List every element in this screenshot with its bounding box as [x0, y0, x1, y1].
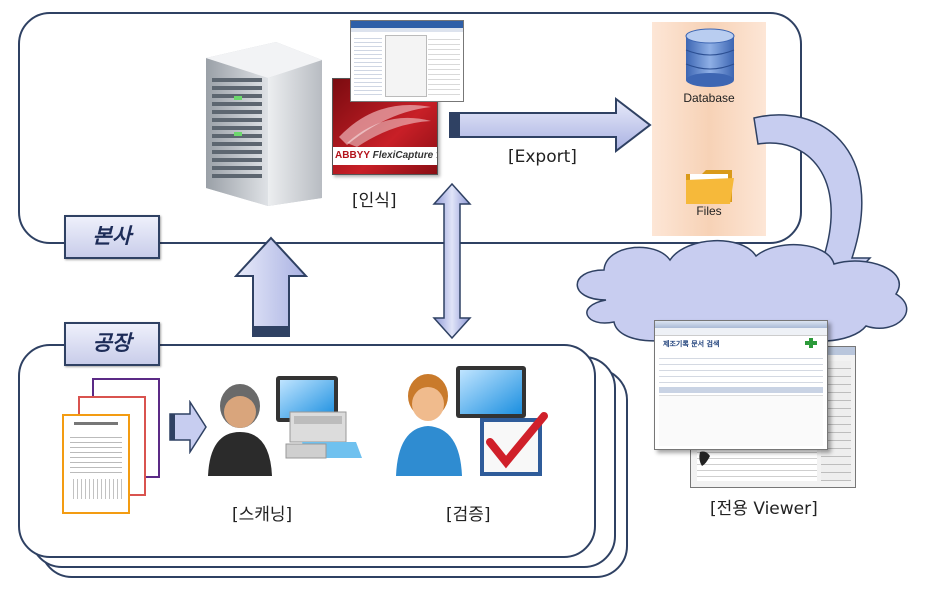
factory-tag: 공장 — [64, 322, 160, 366]
flexicapture-screenshot — [350, 20, 464, 102]
curved-arrow — [753, 114, 872, 310]
viewer-plus-icon — [805, 338, 817, 348]
viewer-thumbs-icon — [699, 451, 710, 466]
folder-icon — [686, 170, 734, 204]
recognition-label: [인식] — [352, 191, 397, 211]
viewer-label: [전용 Viewer] — [710, 499, 818, 519]
verification-operator-icon — [396, 366, 548, 476]
scan-arrow — [169, 400, 207, 454]
abbyy-product-version: 10 — [436, 150, 437, 161]
hq-tag: 본사 — [64, 215, 160, 259]
server-icon — [206, 42, 322, 206]
scanning-operator-icon — [208, 376, 362, 476]
upload-arrow — [234, 236, 308, 337]
document-orange — [62, 414, 130, 514]
viewer-title: 제조기록 문서 검색 — [663, 340, 720, 348]
viewer-screenshot-front: 제조기록 문서 검색 — [654, 320, 828, 450]
verification-label: [검증] — [446, 505, 491, 525]
abbyy-swoosh-icon — [339, 105, 431, 147]
files-label: Files — [696, 204, 722, 218]
verification-arrow — [432, 182, 472, 340]
abbyy-brand: ABBYY — [335, 150, 370, 161]
abbyy-label-bar: ABBYY FlexiCapture 10 — [333, 147, 437, 165]
export-label: [Export] — [508, 147, 577, 167]
database-label: Database — [683, 91, 735, 105]
export-arrow — [449, 96, 652, 154]
abbyy-product-name: FlexiCapture — [372, 150, 434, 161]
database-icon — [685, 28, 735, 87]
scanning-label: [스캐닝] — [232, 505, 293, 525]
